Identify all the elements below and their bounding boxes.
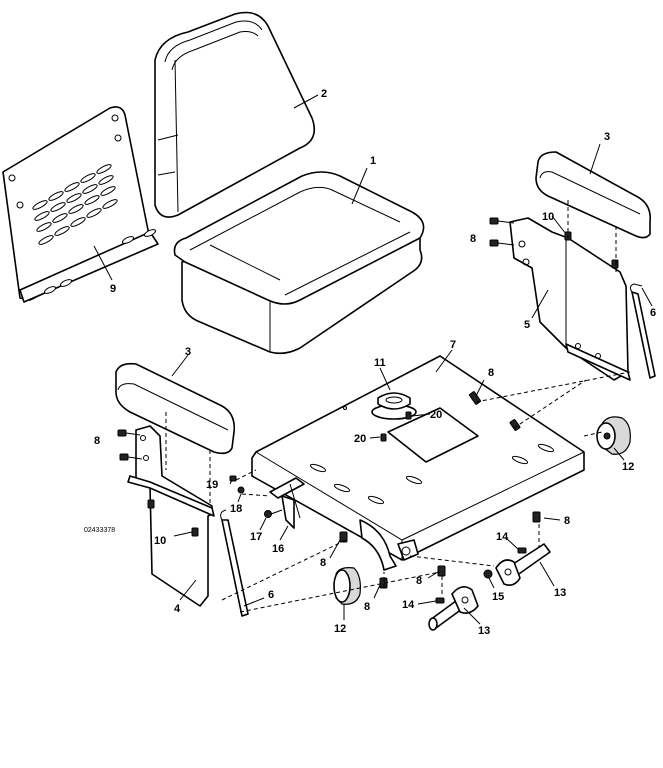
screw-part-14	[435, 597, 445, 604]
callout-8: 8	[94, 435, 100, 447]
callout-3: 3	[604, 131, 610, 143]
callout-13: 13	[478, 625, 490, 637]
bolt-part-10	[611, 259, 619, 269]
callouts: 1 2 3 3 4 5 6 6 7 8 8 8 8 8 8 8 9 10 10 …	[94, 88, 656, 637]
bolt-part-8	[339, 531, 348, 543]
callout-6: 6	[268, 589, 274, 601]
bolt-part-8	[468, 391, 482, 405]
vent-slots	[32, 164, 118, 245]
callout-2: 2	[321, 88, 327, 100]
callout-6: 6	[650, 307, 656, 319]
seat-cushion-part-1	[173, 171, 425, 355]
callout-10: 10	[154, 535, 166, 547]
seat-switch-part-11	[371, 392, 417, 420]
left-side-bracket-part-4	[127, 425, 215, 607]
bolt-part-10	[191, 527, 199, 537]
callout-7: 7	[450, 339, 456, 351]
bolt-part-10	[147, 499, 155, 509]
callout-20: 20	[430, 409, 442, 421]
callout-8: 8	[416, 575, 422, 587]
callout-8: 8	[470, 233, 476, 245]
seat-back-cushion-part-2	[154, 11, 316, 218]
armrest-right-part-3	[535, 151, 652, 239]
armrest-left-part-3	[115, 362, 236, 455]
screw-part-17	[264, 509, 283, 518]
callout-19: 19	[206, 479, 218, 491]
bolt-part-8	[117, 429, 141, 437]
bolt-part-8	[489, 239, 515, 247]
callout-8: 8	[564, 515, 570, 527]
callout-5: 5	[524, 319, 530, 331]
callout-16: 16	[272, 543, 284, 555]
assembly-lines	[165, 200, 631, 613]
callout-13: 13	[554, 587, 566, 599]
base-plate-part-7	[251, 355, 585, 571]
callout-18: 18	[230, 503, 242, 515]
callout-3: 3	[185, 346, 191, 358]
nut-part-15	[483, 569, 493, 579]
callout-4: 4	[174, 603, 181, 615]
bolt-part-8	[119, 453, 143, 461]
bolt-part-8	[509, 419, 521, 431]
screw-part-19	[229, 475, 237, 482]
callout-14: 14	[496, 531, 509, 543]
drawing-number: 02433378	[84, 527, 115, 534]
callout-12: 12	[334, 623, 346, 635]
callout-1: 1	[370, 155, 376, 167]
bolt-part-8	[532, 511, 541, 523]
bolt-part-8	[437, 565, 446, 577]
rod-part-6-right	[629, 283, 656, 379]
back-panel-part-9	[2, 106, 159, 303]
nut-part-18	[237, 486, 245, 494]
callout-12: 12	[622, 461, 634, 473]
leader-lines	[93, 94, 653, 625]
callout-14: 14	[402, 599, 415, 611]
screw-part-20	[405, 411, 412, 420]
bolt-part-8	[489, 217, 515, 225]
callout-17: 17	[250, 531, 262, 543]
harness-bracket-part-16	[269, 477, 305, 529]
callout-11: 11	[374, 357, 386, 369]
callout-8: 8	[364, 601, 370, 613]
rod-part-6-left	[220, 509, 249, 617]
callout-8: 8	[320, 557, 326, 569]
screw-part-20	[380, 433, 387, 442]
callout-8: 8	[488, 367, 494, 379]
callout-9: 9	[110, 283, 116, 295]
pivot-pin-part-13-right	[495, 543, 551, 586]
callout-15: 15	[492, 591, 504, 603]
right-side-bracket-part-5	[509, 217, 631, 381]
bumper-part-12-right	[596, 416, 631, 455]
bumper-part-12-lower	[333, 567, 361, 605]
callout-20: 20	[354, 433, 366, 445]
pivot-pin-part-13-left	[428, 586, 479, 631]
callout-10: 10	[542, 211, 554, 223]
screw-part-14	[517, 547, 527, 554]
